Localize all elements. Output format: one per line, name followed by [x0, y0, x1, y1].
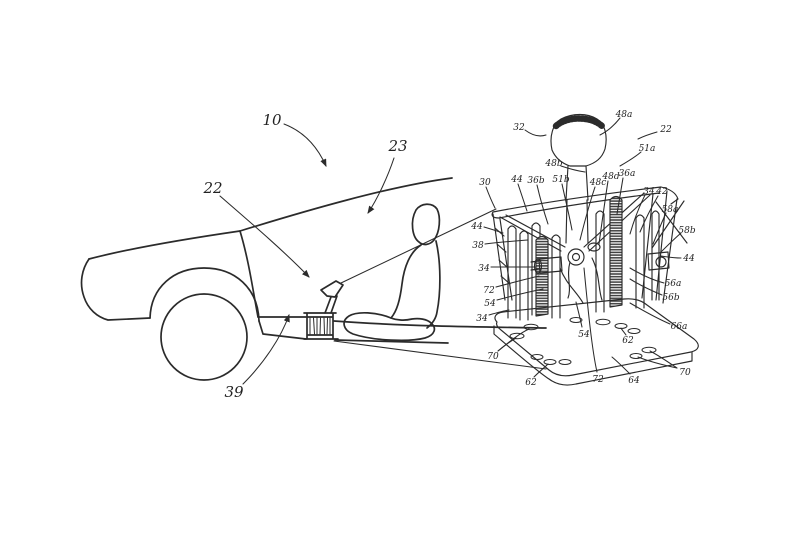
ref-label-64: 64: [628, 376, 640, 386]
leader-36b: [537, 185, 548, 224]
seat-back-front-edge: [391, 245, 421, 318]
ref-label-70-left: 70: [487, 352, 499, 362]
leader-72b: [584, 268, 597, 372]
ref-label-48d: 48d: [601, 172, 619, 182]
base-plate-holes: [510, 318, 656, 365]
leader-62b: [534, 364, 548, 377]
ref-label-38: 38: [472, 241, 484, 251]
ref-label-58b: 58b: [678, 226, 695, 236]
small-shift-knob: [321, 281, 343, 297]
hatched-column-right: [610, 197, 622, 308]
ref-label-48b: 48b: [544, 159, 562, 169]
leader-38: [485, 240, 528, 244]
ref-label-72-left: 72: [483, 286, 495, 296]
shifter-base-box: [304, 313, 338, 339]
ref-label-32: 32: [513, 123, 525, 133]
detail-knob-rib-band: [556, 119, 602, 127]
arrow-39: [243, 315, 289, 384]
ref-label-44-right: 44: [682, 254, 695, 264]
seat-cushion: [344, 313, 434, 341]
ref-label-44-top: 44: [510, 175, 523, 185]
ref-label-54-center: 54: [578, 330, 590, 340]
ref-label-23: 23: [387, 137, 407, 155]
car-floor-lines: [258, 317, 546, 328]
ref-label-72-bottom: 72: [592, 375, 604, 385]
base-plate-top: [495, 299, 698, 376]
leader-54c: [576, 302, 582, 327]
projection-line-lower: [334, 341, 546, 369]
ref-label-70-right: 70: [679, 368, 691, 378]
ref-label-34-left-bottom: 34: [476, 314, 488, 324]
seat: [344, 204, 440, 340]
ref-label-51a: 51a: [639, 144, 656, 154]
ref-label-66a: 66a: [671, 322, 688, 332]
detail-shifter-assembly: [492, 115, 698, 385]
small-shift-stalk: [325, 296, 337, 313]
ref-label-22-car: 22: [202, 179, 222, 197]
housing-funnel: [500, 193, 650, 251]
car-dash-line: [240, 231, 258, 317]
ref-label-34-left: 34: [478, 264, 490, 274]
ref-label-39: 39: [224, 383, 244, 401]
ref-label-44-left: 44: [470, 222, 483, 232]
seat-back-rear-edge: [427, 241, 440, 328]
ref-label-62-small: 62: [622, 336, 634, 346]
arrow-22: [220, 196, 309, 277]
ref-label-48a: 48a: [615, 110, 633, 120]
leader-34r: [630, 195, 645, 234]
leader-64: [612, 357, 630, 374]
leader-51a: [620, 152, 641, 166]
pivot-ball-inner: [573, 254, 580, 261]
arrow-10: [284, 124, 326, 166]
ref-label-51b: 51b: [552, 175, 569, 185]
leader-48b: [561, 166, 585, 172]
shifter-in-car: [304, 281, 343, 339]
shifter-boot-hatching: [310, 318, 330, 334]
leader-22d: [638, 132, 657, 139]
car-outline: [82, 178, 546, 380]
ref-label-36b: 36b: [527, 176, 544, 186]
ref-label-34-right: 34: [643, 187, 655, 197]
arrow-23: [368, 158, 394, 213]
leader-32: [525, 130, 546, 136]
ref-label-10: 10: [262, 111, 282, 129]
leader-34lb: [489, 310, 509, 315]
leader-44l: [484, 227, 503, 233]
leader-62s: [621, 328, 626, 335]
ref-label-56b: 56b: [662, 293, 679, 303]
ref-label-54-left: 54: [484, 299, 496, 309]
front-wheel: [161, 294, 247, 380]
ref-label-58a: 58a: [662, 205, 679, 215]
ref-label-30: 30: [479, 178, 491, 188]
car-front-nose: [82, 259, 150, 320]
car-hood-roof-line: [89, 178, 452, 259]
leader-66a: [630, 303, 670, 324]
ref-label-62-bottom: 62: [525, 378, 537, 388]
ref-label-42: 42: [655, 187, 668, 197]
ref-label-36a: 36a: [619, 169, 636, 179]
leader-30: [486, 187, 495, 208]
right-wall-bearing: [656, 257, 666, 267]
ref-label-22-detail: 22: [659, 125, 672, 135]
ref-label-56a: 56a: [665, 279, 682, 289]
